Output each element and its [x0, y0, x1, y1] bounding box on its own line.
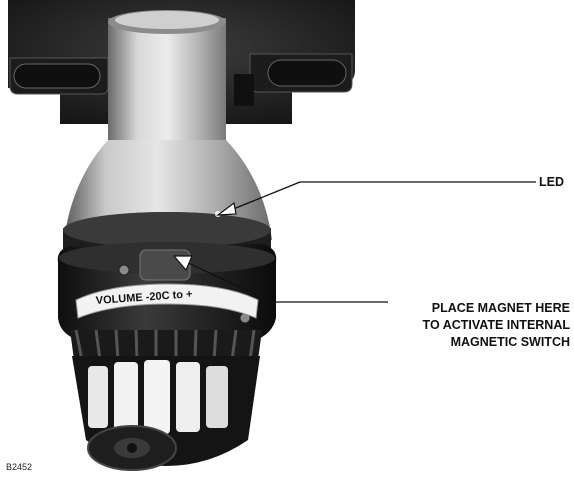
screw-left: [118, 264, 130, 276]
mounting-plate: [57, 242, 277, 342]
led-leader-line-diagonal: [225, 181, 301, 213]
sensor-grille: [72, 356, 260, 471]
magnet-callout-line-2: TO ACTIVATE INTERNAL: [422, 318, 570, 332]
sensor-label-band: VOLUME -20C to +: [75, 283, 259, 319]
magnet-callout-line-3: MAGNETIC SWITCH: [450, 335, 570, 349]
led-callout-label: LED: [539, 175, 564, 189]
figure-number: B2452: [6, 462, 33, 472]
sensor-cap: [70, 329, 262, 361]
magnet-arrowhead: [172, 255, 193, 272]
magnet-leader-line-diagonal: [185, 261, 273, 303]
magnet-callout-label: PLACE MAGNET HERE TO ACTIVATE INTERNAL M…: [423, 300, 570, 351]
led-arrowhead: [216, 201, 237, 216]
magnet-callout-line-1: PLACE MAGNET HERE: [431, 301, 570, 315]
